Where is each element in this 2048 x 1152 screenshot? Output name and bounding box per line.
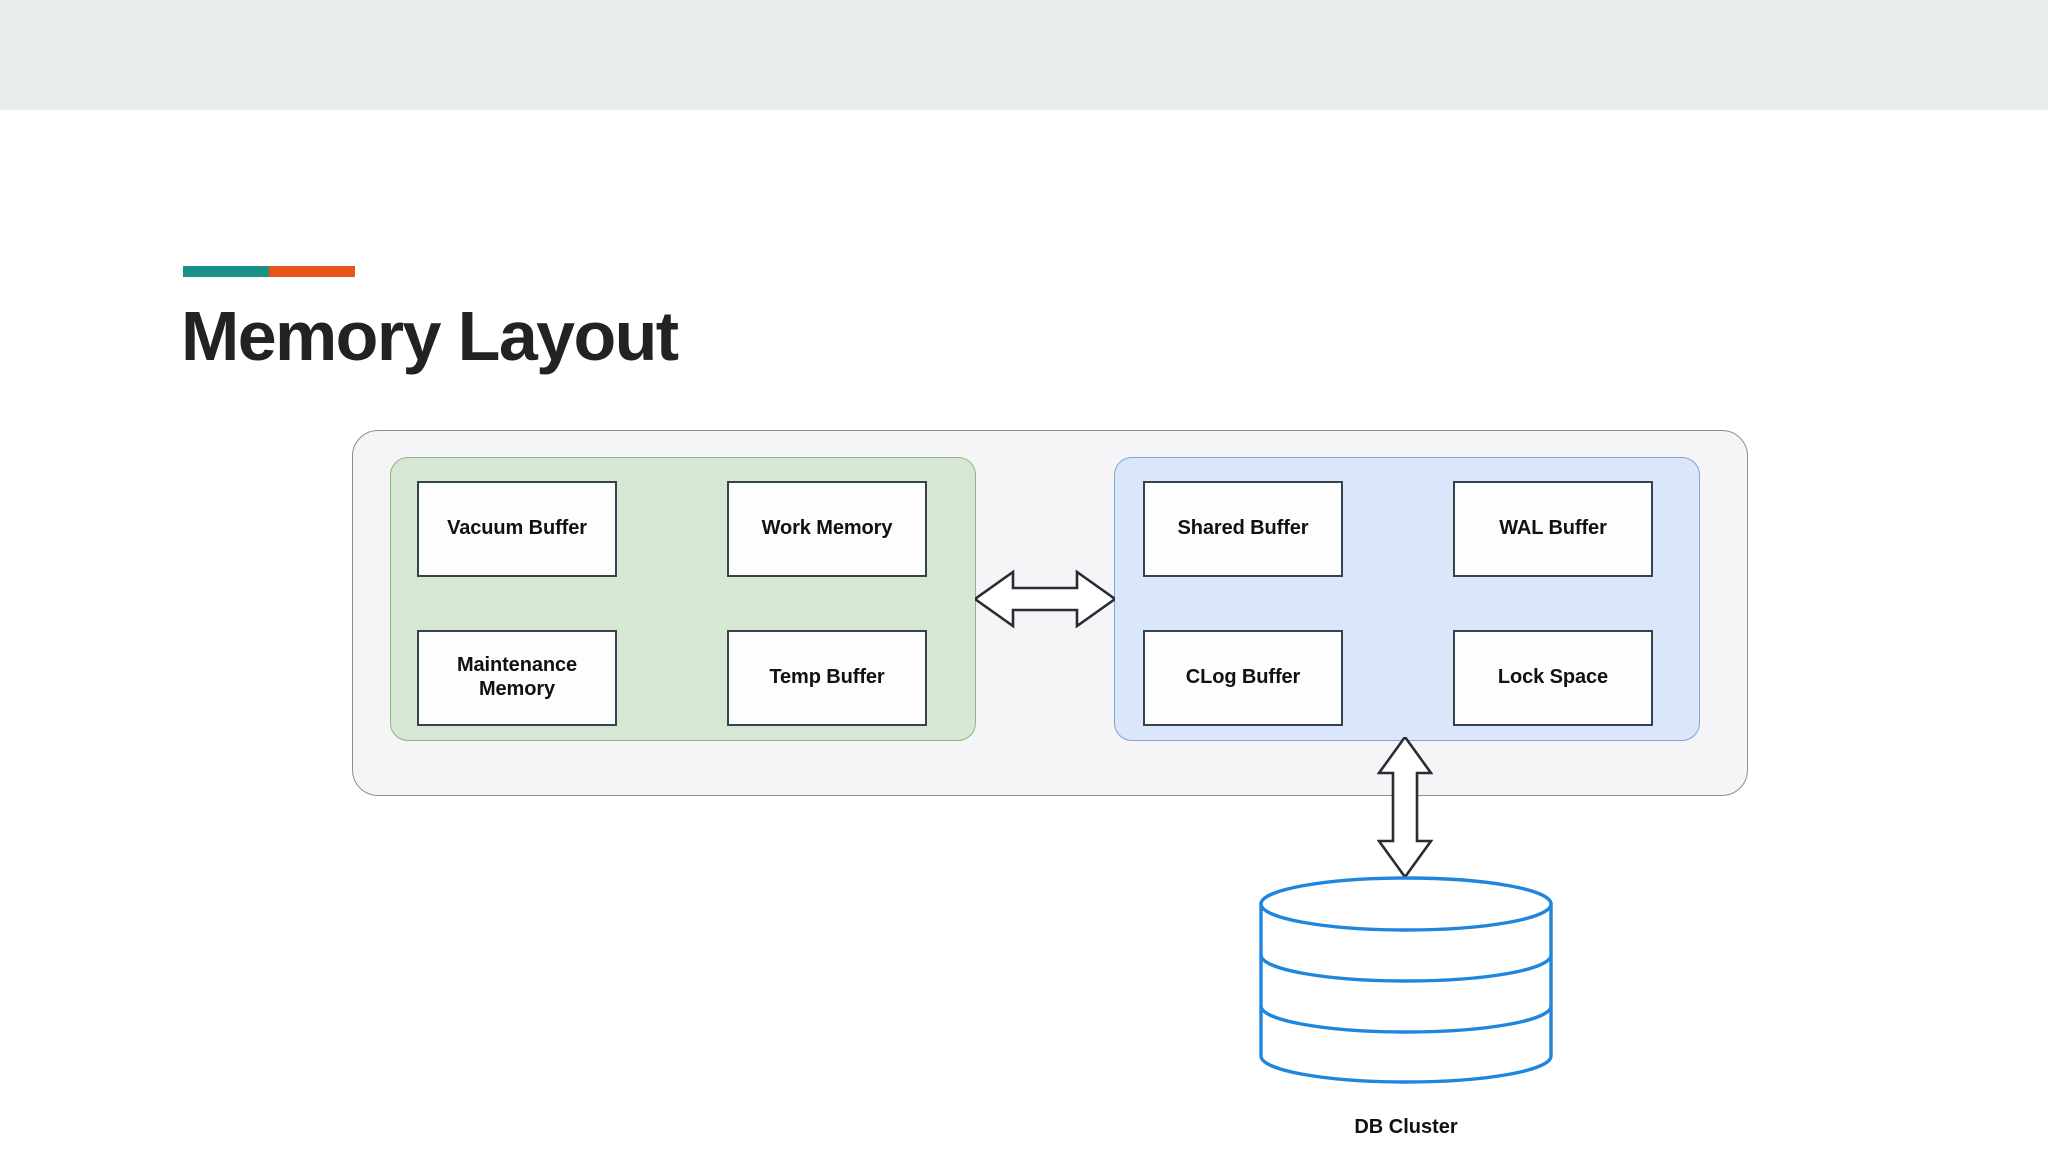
cell-vacuum-buffer[interactable]: Vacuum Buffer xyxy=(417,481,617,577)
group-shared-memory: Shared Buffer WAL Buffer CLog Buffer Loc… xyxy=(1114,457,1700,741)
cell-clog-buffer[interactable]: CLog Buffer xyxy=(1143,630,1343,726)
title-accent-bar xyxy=(183,266,355,277)
double-headed-vertical-arrow-icon xyxy=(1377,737,1433,877)
cell-maintenance-memory-line2: Memory xyxy=(478,678,556,700)
group-local-memory: Vacuum Buffer Work Memory Maintenance Me… xyxy=(390,457,976,741)
cell-wal-buffer[interactable]: WAL Buffer xyxy=(1453,481,1653,577)
accent-segment-orange xyxy=(269,266,355,277)
accent-segment-teal xyxy=(183,266,269,277)
db-cluster-label: DB Cluster xyxy=(1354,1116,1458,1138)
cell-work-memory[interactable]: Work Memory xyxy=(727,481,927,577)
cell-maintenance-memory[interactable]: Maintenance Memory xyxy=(417,630,617,726)
cell-shared-buffer[interactable]: Shared Buffer xyxy=(1143,481,1343,577)
page-title: Memory Layout xyxy=(181,297,679,375)
cell-lock-space[interactable]: Lock Space xyxy=(1453,630,1653,726)
database-cylinder-icon xyxy=(1259,876,1553,1084)
slide-top-band xyxy=(0,0,2048,110)
cell-temp-buffer[interactable]: Temp Buffer xyxy=(727,630,927,726)
double-headed-horizontal-arrow-icon xyxy=(975,569,1115,629)
cell-maintenance-memory-line1: Maintenance xyxy=(456,654,578,677)
